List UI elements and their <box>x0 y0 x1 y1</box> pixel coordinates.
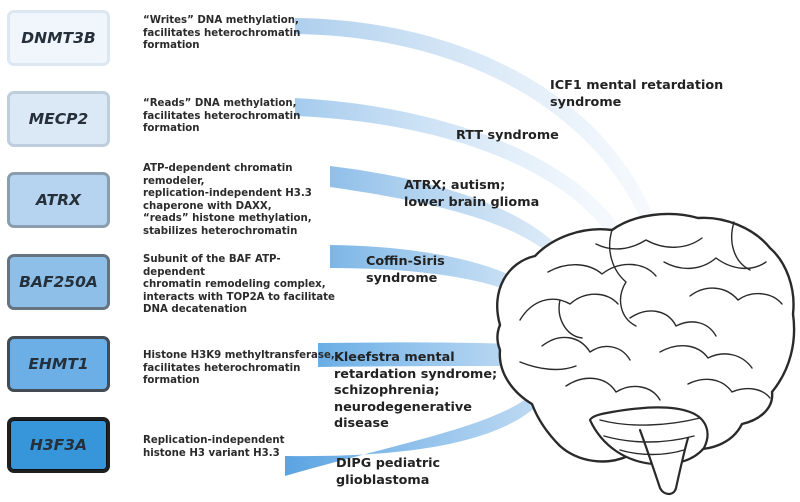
band-atrx <box>330 166 560 256</box>
description-mecp2: “Reads” DNA methylation, facilitates het… <box>143 98 301 134</box>
gene-box-atrx: ATRX <box>7 172 110 228</box>
disease-h3f3a: DIPG pediatric glioblastoma <box>336 456 441 488</box>
description-ehmt1: Histone H3K9 methyltransferase, facilita… <box>143 350 335 386</box>
brain-illustration <box>496 212 796 496</box>
gene-label: DNMT3B <box>21 29 96 47</box>
gene-label: EHMT1 <box>28 355 89 373</box>
description-dnmt3b: “Writes” DNA methylation, facilitates he… <box>143 15 301 51</box>
band-baf250a <box>330 245 540 302</box>
gene-label: MECP2 <box>28 110 89 128</box>
disease-mecp2: RTT syndrome <box>456 128 559 143</box>
band-dnmt3b <box>295 18 664 248</box>
disease-dnmt3b: ICF1 mental retardation syndrome <box>550 78 724 110</box>
gene-box-baf250a: BAF250A <box>7 254 110 310</box>
band-h3f3a <box>285 380 552 476</box>
disease-atrx: ATRX; autism; lower brain glioma <box>404 178 540 210</box>
band-ehmt1 <box>318 342 540 367</box>
description-atrx: ATP-dependent chromatin remodeler, repli… <box>143 163 312 237</box>
disease-baf250a: Coffin-Siris syndrome <box>366 254 445 286</box>
band-mecp2 <box>295 98 628 244</box>
disease-ehmt1: Kleefstra mental retardation syndrome; s… <box>334 350 498 431</box>
gene-box-mecp2: MECP2 <box>7 91 110 147</box>
gene-label: H3F3A <box>29 436 88 454</box>
gene-box-dnmt3b: DNMT3B <box>7 10 110 66</box>
gene-label: BAF250A <box>19 273 98 291</box>
gene-label: ATRX <box>36 191 81 209</box>
description-baf250a: Subunit of the BAF ATP-dependent chromat… <box>143 254 335 315</box>
gene-box-h3f3a: H3F3A <box>7 417 110 473</box>
gene-box-ehmt1: EHMT1 <box>7 336 110 392</box>
description-h3f3a: Replication-independent histone H3 varia… <box>143 435 285 459</box>
